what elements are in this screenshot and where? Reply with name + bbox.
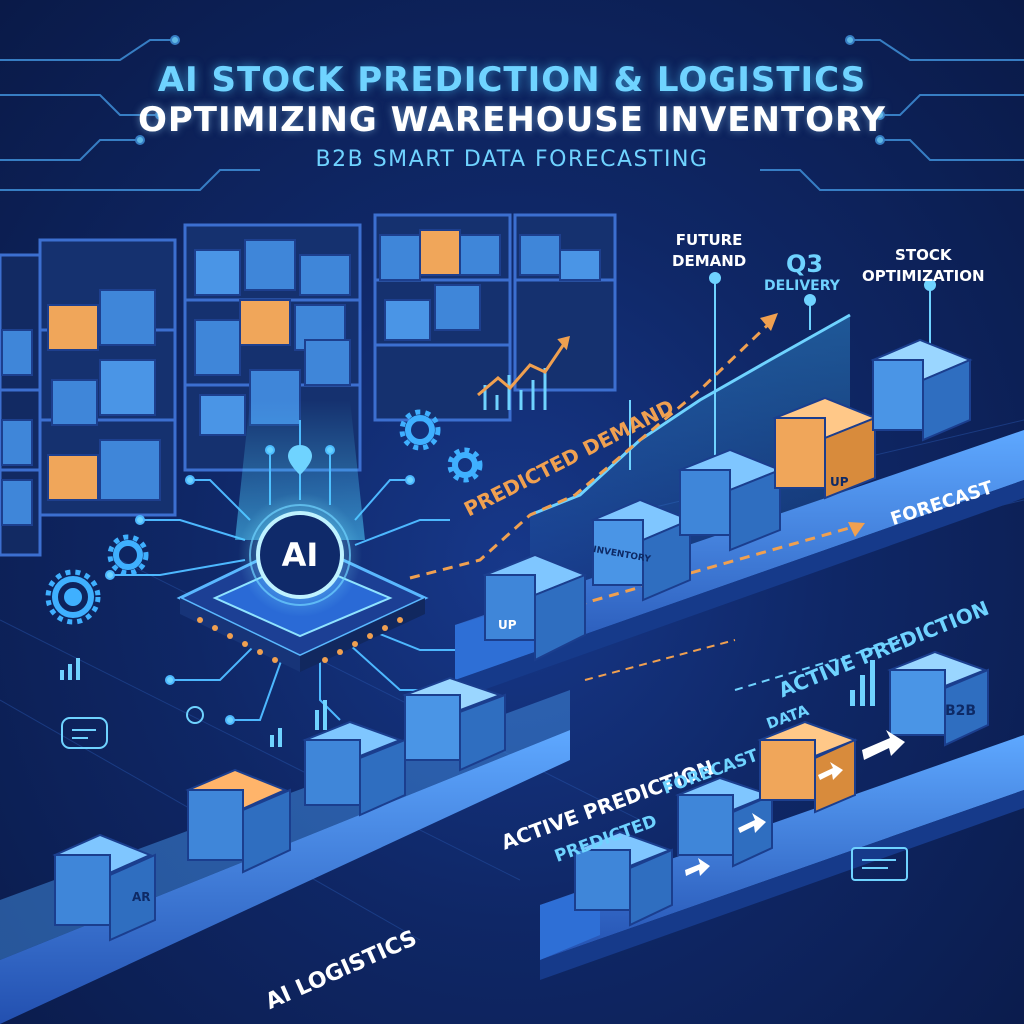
predicted-demand-arrowhead (760, 313, 778, 331)
ai-box-label: AR (132, 890, 151, 904)
title-line-1: AI STOCK PREDICTION & LOGISTICS (157, 60, 867, 100)
lower-belt-dash (734, 639, 901, 691)
forecast-curve (529, 313, 851, 517)
chip-pins (197, 617, 403, 663)
q3-label: Q3 (786, 250, 824, 278)
header-circuit-lines (0, 35, 1024, 191)
shelf-boxes (1, 229, 601, 526)
subtitle: B2B SMART DATA FORECASTING (315, 147, 709, 172)
stock-optimization-label: STOCK OPTIMIZATION (862, 246, 985, 285)
label-stems (629, 272, 936, 470)
bar-signal-icon (60, 658, 875, 747)
gear-icon (52, 415, 478, 618)
mini-bar-chart (477, 335, 570, 410)
conveyor-boxes (52, 338, 989, 942)
arrow-icons (685, 730, 905, 876)
delivery-label: DELIVERY (764, 278, 840, 294)
title-line-2: OPTIMIZING WAREHOUSE INVENTORY (137, 100, 886, 140)
card-icon (61, 717, 908, 881)
location-pin-icon (288, 445, 312, 475)
predicted-demand-path (409, 316, 777, 580)
future-demand-label: FUTURE DEMAND (672, 231, 747, 270)
lower-belt-dash-2 (584, 639, 736, 681)
upper-belt-dash (559, 523, 861, 612)
gear-teeth (45, 409, 483, 625)
eye-icon (186, 706, 204, 724)
up-box-label-2: UP (830, 475, 849, 489)
ai-chip-label: AI (281, 536, 319, 574)
up-box-label-1: UP (498, 618, 517, 632)
ai-chip (176, 493, 429, 672)
b2b-box-label: B2B (945, 703, 977, 719)
upper-belt-arrowhead (848, 522, 865, 537)
